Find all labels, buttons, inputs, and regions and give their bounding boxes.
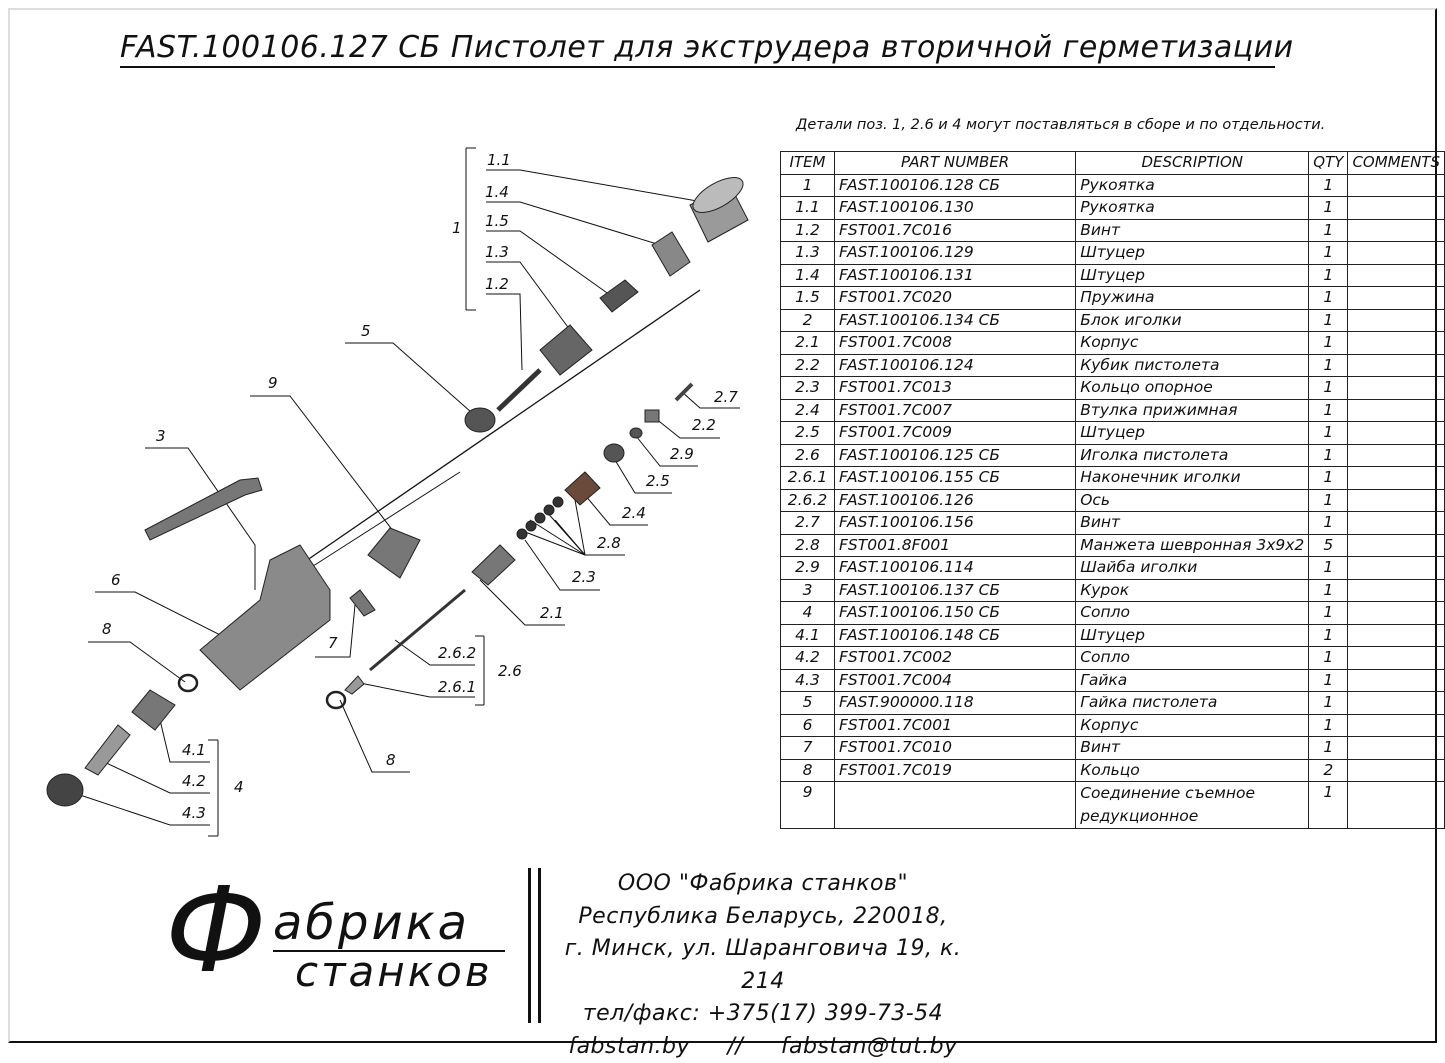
company-phone: тел/факс: +375(17) 399-73-54 <box>548 998 978 1031</box>
callout-4: 4 <box>234 779 244 795</box>
part-1-1-handle-sleeve <box>688 171 748 242</box>
logo-letter: Ф <box>165 865 267 995</box>
callout-2-1: 2.1 <box>540 605 564 621</box>
callout-9: 9 <box>268 375 278 391</box>
parts <box>47 171 748 806</box>
part-8-ring-a <box>179 675 197 691</box>
part-4-1-fitting <box>132 690 175 730</box>
part-8-ring-b <box>327 692 345 708</box>
callout-4-2: 4.2 <box>182 773 206 789</box>
logo-line1: абрика <box>273 895 470 951</box>
company-street: г. Минск, ул. Шаранговича 19, к. 214 <box>548 933 978 998</box>
company-name: ООО "Фабрика станков" <box>548 868 978 901</box>
separator-line <box>528 868 531 1023</box>
callout-1: 1 <box>452 220 462 236</box>
part-7-screw <box>350 590 375 616</box>
callout-2-5: 2.5 <box>646 473 670 489</box>
callout-3: 3 <box>156 428 166 444</box>
callout-1-2: 1.2 <box>485 276 509 292</box>
callout-1-1: 1.1 <box>487 152 511 168</box>
callout-2-6: 2.6 <box>498 663 522 679</box>
part-1-5-spring <box>600 280 638 312</box>
logo-line2: станков <box>295 947 493 996</box>
leader-lines <box>80 148 740 836</box>
callout-2-2: 2.2 <box>692 417 716 433</box>
part-1-4-fitting <box>652 232 690 276</box>
part-2-5-fitting <box>604 444 624 462</box>
part-2-7-screw <box>676 384 692 400</box>
part-1-3-fitting <box>540 325 592 375</box>
callout-2-6-2: 2.6.2 <box>438 645 476 661</box>
callout-2-4: 2.4 <box>622 505 646 521</box>
callout-2-7: 2.7 <box>714 389 738 405</box>
callout-1-4: 1.4 <box>485 184 509 200</box>
part-2-8-cuffs <box>517 497 563 539</box>
callout-7: 7 <box>328 635 338 651</box>
part-3-trigger <box>145 478 262 540</box>
callout-8-left: 8 <box>102 621 112 637</box>
callout-6: 6 <box>111 572 121 588</box>
part-2-9-washer <box>630 428 642 438</box>
part-2-1-body <box>472 545 515 585</box>
company-web-email: fabstan.by // fabstan@tut.by <box>548 1031 978 1063</box>
part-5-nut <box>465 408 495 432</box>
part-4-3-nut <box>47 774 83 806</box>
company-country: Республика Беларусь, 220018, <box>548 901 978 934</box>
part-6-body <box>200 545 330 690</box>
separator-line <box>538 868 541 1023</box>
part-4-2-nozzle <box>85 725 130 775</box>
part-2-2-cube <box>645 410 659 422</box>
callout-1-3: 1.3 <box>485 244 509 260</box>
company-address: ООО "Фабрика станков" Республика Беларус… <box>548 868 978 1063</box>
callout-2-9: 2.9 <box>670 446 694 462</box>
callout-8-right: 8 <box>386 752 396 768</box>
callout-4-1: 4.1 <box>182 742 206 758</box>
callout-1-5: 1.5 <box>485 213 509 229</box>
callout-4-3: 4.3 <box>182 805 206 821</box>
part-2-4-bushing <box>565 472 600 505</box>
company-logo: Ф абрика станков <box>165 875 510 1005</box>
callout-5: 5 <box>361 323 371 339</box>
callout-2-8: 2.8 <box>597 535 621 551</box>
callout-2-3: 2.3 <box>572 569 596 585</box>
callout-2-6-1: 2.6.1 <box>438 679 476 695</box>
part-9-connector <box>368 528 420 578</box>
